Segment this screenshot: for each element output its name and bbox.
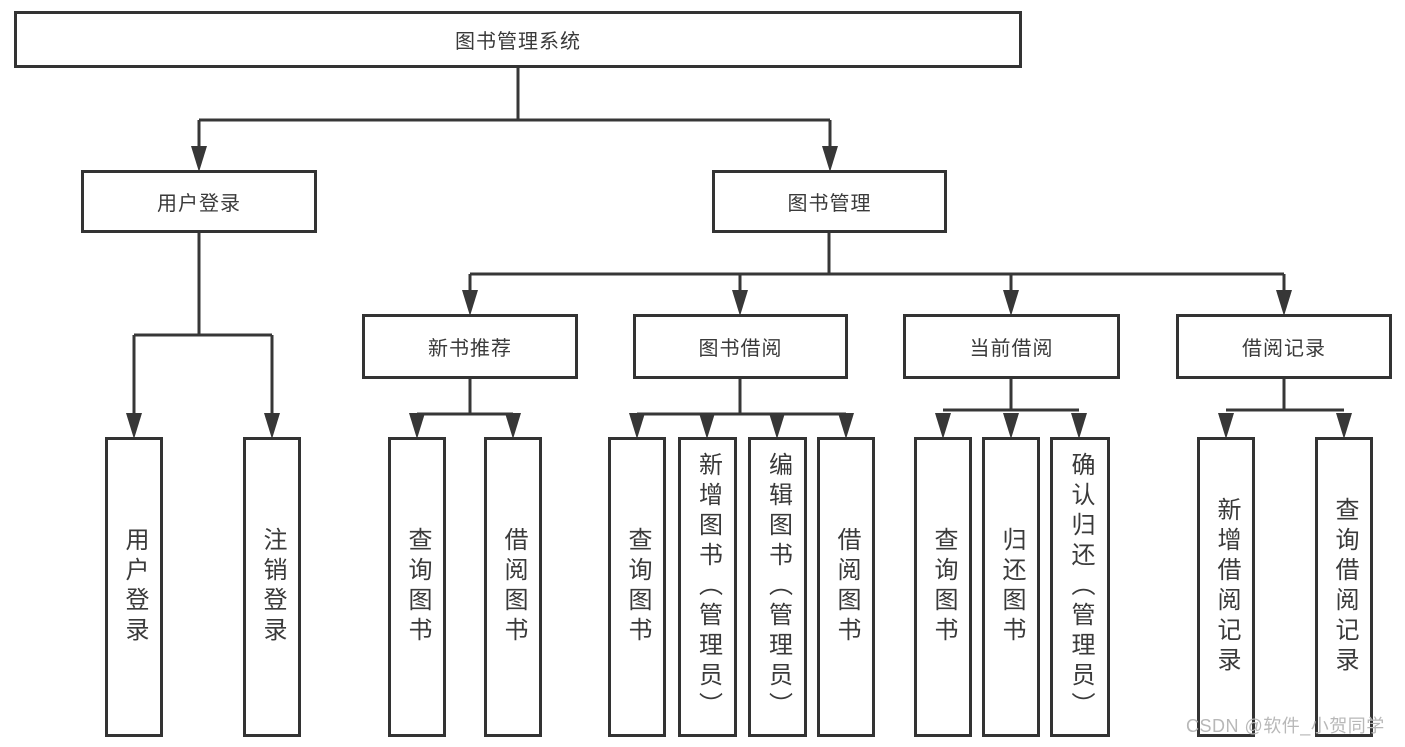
connector-current-borrow-children (935, 379, 1087, 439)
leaf-borrow-books-2: 借阅图书 (817, 437, 875, 737)
connector-user-login-children (126, 233, 280, 439)
arrowhead (822, 146, 838, 172)
watermark-text: CSDN @软件_小贺同学 (1186, 716, 1385, 736)
arrowhead (629, 413, 645, 439)
arrowhead (409, 413, 425, 439)
node-user-login: 用户登录 (81, 170, 317, 233)
arrowhead (191, 146, 207, 172)
arrowhead (264, 413, 280, 439)
leaf-logout: 注销登录 (243, 437, 301, 737)
arrowhead (505, 413, 521, 439)
arrowhead (732, 290, 748, 316)
leaf-add-borrow-record: 新增借阅记录 (1197, 437, 1255, 737)
node-new-book-recommend: 新书推荐 (362, 314, 578, 379)
leaf-query-books-2: 查询图书 (608, 437, 666, 737)
leaf-return-books: 归还图书 (982, 437, 1040, 737)
arrowhead (935, 413, 951, 439)
node-borrow-record: 借阅记录 (1176, 314, 1392, 379)
arrowhead (769, 413, 785, 439)
node-book-borrow: 图书借阅 (633, 314, 848, 379)
connector-root-to-level2 (191, 68, 838, 172)
arrowhead (1218, 413, 1234, 439)
arrowhead (1003, 413, 1019, 439)
leaf-query-books-3: 查询图书 (914, 437, 972, 737)
arrowhead (1003, 290, 1019, 316)
node-current-borrow: 当前借阅 (903, 314, 1120, 379)
leaf-edit-books-admin: 编辑图书（管理员） (748, 437, 807, 737)
arrowhead (1276, 290, 1292, 316)
leaf-confirm-return-admin: 确认归还（管理员） (1050, 437, 1110, 737)
connector-book-management-children (462, 233, 1292, 316)
arrowhead (699, 413, 715, 439)
leaf-query-borrow-record: 查询借阅记录 (1315, 437, 1373, 737)
arrowhead (1071, 413, 1087, 439)
arrowhead (126, 413, 142, 439)
arrowhead (462, 290, 478, 316)
leaf-user-login: 用户登录 (105, 437, 163, 737)
connector-borrow-record-children (1218, 379, 1352, 439)
leaf-query-books-1: 查询图书 (388, 437, 446, 737)
node-library-management-system: 图书管理系统 (14, 11, 1022, 68)
leaf-borrow-books-1: 借阅图书 (484, 437, 542, 737)
connector-book-borrow-children (629, 379, 854, 439)
arrowhead (838, 413, 854, 439)
connector-new-book-children (409, 379, 521, 439)
arrowhead (1336, 413, 1352, 439)
leaf-add-books-admin: 新增图书（管理员） (678, 437, 737, 737)
node-book-management: 图书管理 (712, 170, 947, 233)
